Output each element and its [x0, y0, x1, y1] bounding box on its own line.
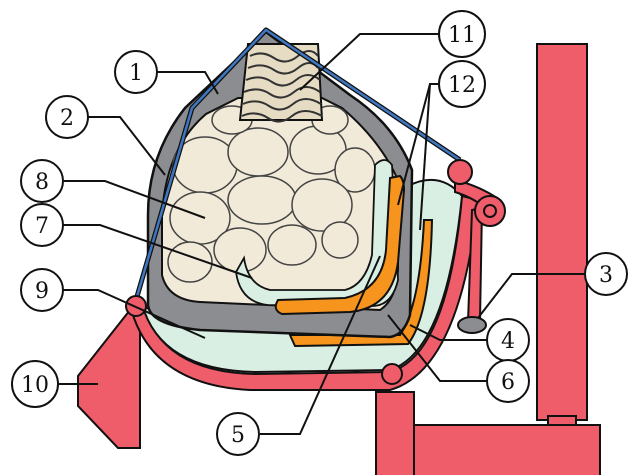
pivot-joint-bottom — [382, 364, 402, 384]
callout-11: 11 — [439, 11, 485, 57]
svg-text:2: 2 — [60, 106, 74, 131]
pivot-joint-top — [448, 160, 472, 184]
callout-5: 5 — [217, 413, 259, 455]
callout-2: 2 — [46, 96, 88, 138]
svg-text:4: 4 — [501, 329, 515, 354]
callout-6: 6 — [487, 360, 529, 402]
wood-block — [240, 44, 322, 122]
svg-text:3: 3 — [599, 263, 613, 288]
svg-text:10: 10 — [21, 373, 49, 398]
callout-12: 12 — [439, 61, 485, 107]
callout-4: 4 — [487, 319, 529, 361]
base-plinth — [376, 392, 414, 475]
counterweight — [458, 317, 486, 333]
svg-text:1: 1 — [129, 61, 143, 86]
svg-text:6: 6 — [501, 370, 515, 395]
svg-text:9: 9 — [35, 279, 49, 304]
svg-text:5: 5 — [231, 423, 245, 448]
left-bracket — [78, 310, 140, 448]
support-column — [537, 44, 587, 420]
svg-text:8: 8 — [35, 170, 49, 195]
callout-1: 1 — [115, 51, 157, 93]
callout-7: 7 — [21, 204, 63, 246]
callout-8: 8 — [21, 160, 63, 202]
callout-10: 10 — [12, 361, 58, 407]
callout-3: 3 — [585, 253, 627, 295]
svg-text:11: 11 — [448, 23, 476, 48]
svg-text:7: 7 — [35, 214, 49, 239]
base-block — [414, 425, 600, 475]
callout-9: 9 — [21, 269, 63, 311]
svg-text:12: 12 — [448, 73, 476, 98]
